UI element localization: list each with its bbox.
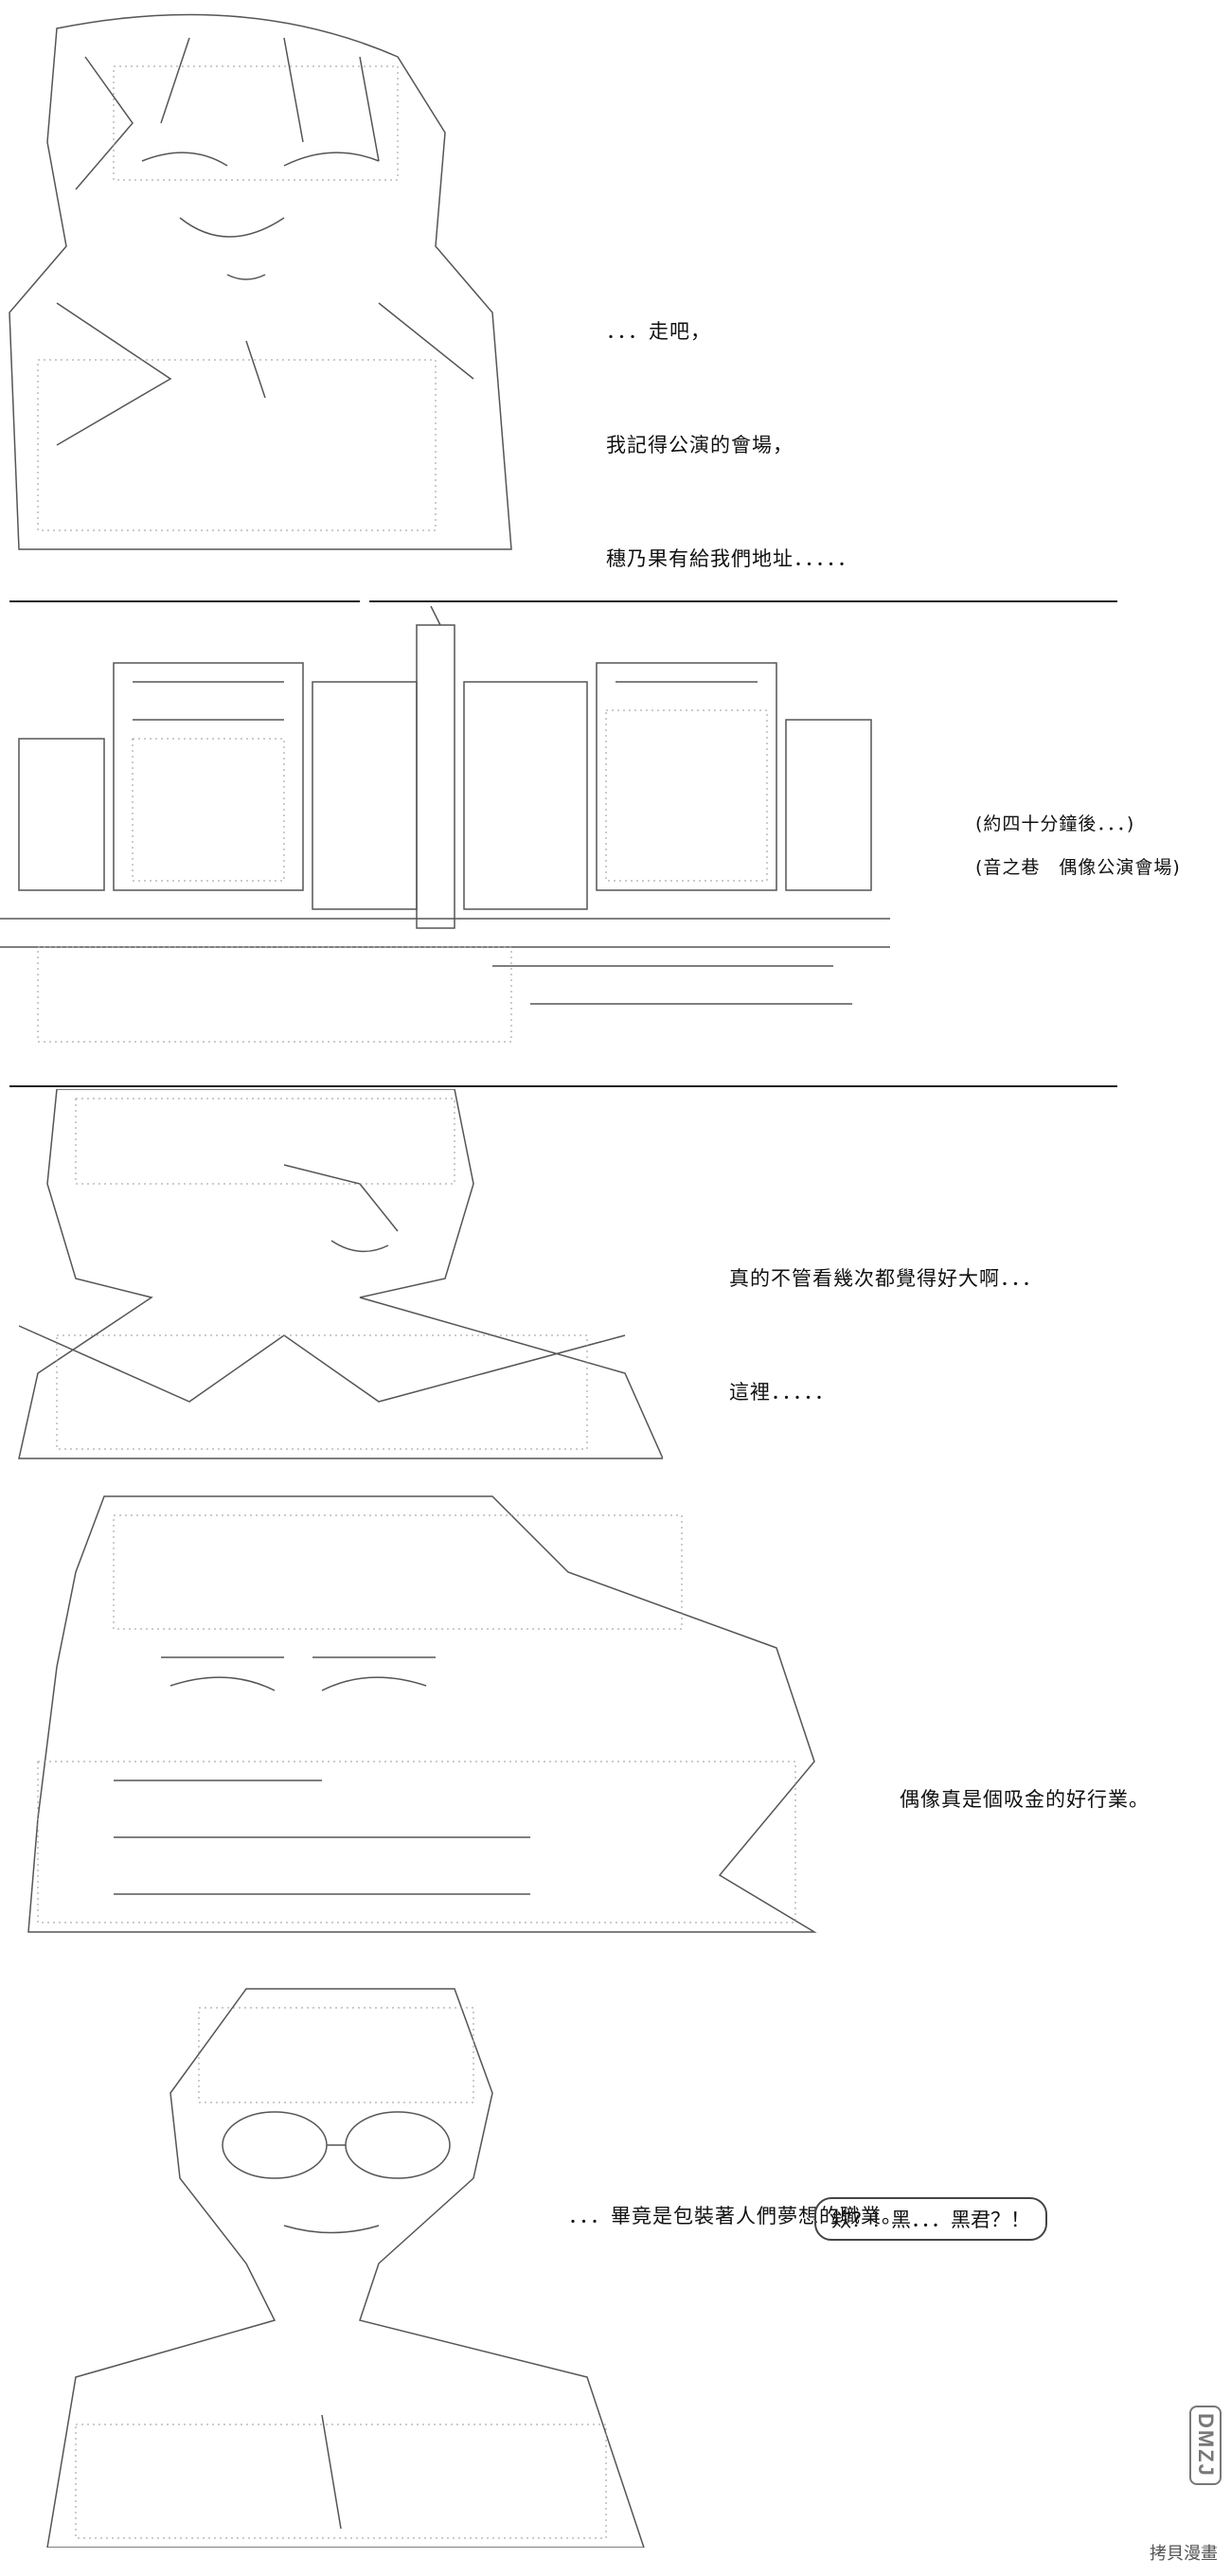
dialog-line: 真的不管看幾次都覺得好大啊．．． [729, 1267, 1043, 1290]
dialog-panel-1: ．．．走吧， 我記得公演的會場， 穗乃果有給我們地址．．．．． [606, 237, 858, 568]
dialog-line: 這裡．．．．． [729, 1381, 835, 1404]
dialog-line: ．．．走吧， [606, 320, 711, 343]
dialog-line: ．．．畢竟是包裝著人們夢想的職業。 [568, 2205, 902, 2227]
panel-3: 真的不管看幾次都覺得好大啊．．． 這裡．．．．． [0, 1089, 1231, 1468]
panel-divider [369, 600, 1117, 602]
panel-4: 偶像真是個吸金的好行業。 [0, 1477, 1231, 1970]
watermark-text: 拷貝漫畫 [1150, 2544, 1218, 2564]
dialog-line: 偶像真是個吸金的好行業。 [900, 1788, 1150, 1811]
panel-divider [9, 1085, 1117, 1087]
building-artwork [0, 606, 890, 1043]
panel-divider [9, 600, 360, 602]
caption-time: (約四十分鐘後．．．) [975, 814, 1135, 834]
panel-1: ．．．走吧， 我記得公演的會場， 穗乃果有給我們地址．．．．． [0, 0, 1231, 568]
dialog-line: 我記得公演的會場， [606, 434, 794, 456]
dialog-line: 穗乃果有給我們地址．．．．． [606, 547, 858, 568]
dialog-panel-4: 偶像真是個吸金的好行業。 [900, 1705, 1150, 1894]
character-artwork-3 [27, 1495, 817, 1933]
speech-bubble: 欸？！黑．．．黑君？！ [814, 2197, 1047, 2241]
dialog-panel-3: 真的不管看幾次都覺得好大啊．．． 這裡．．．．． [729, 1184, 1043, 1468]
site-logo: DMZJ [1189, 2406, 1222, 2485]
caption-place: (音之巷 偶像公演會場) [975, 857, 1181, 878]
character-artwork-2 [18, 1089, 663, 1459]
dialog-panel-5: ．．．畢竟是包裝著人們夢想的職業。 [568, 2121, 902, 2311]
character-artwork-4 [46, 1988, 645, 2548]
panel-2: (約四十分鐘後．．．) (音之巷 偶像公演會場) [0, 606, 1231, 1080]
character-artwork-1 [9, 13, 512, 550]
panel-5: ．．．畢竟是包裝著人們夢想的職業。 欸？！黑．．．黑君？！ [0, 1979, 1231, 2576]
